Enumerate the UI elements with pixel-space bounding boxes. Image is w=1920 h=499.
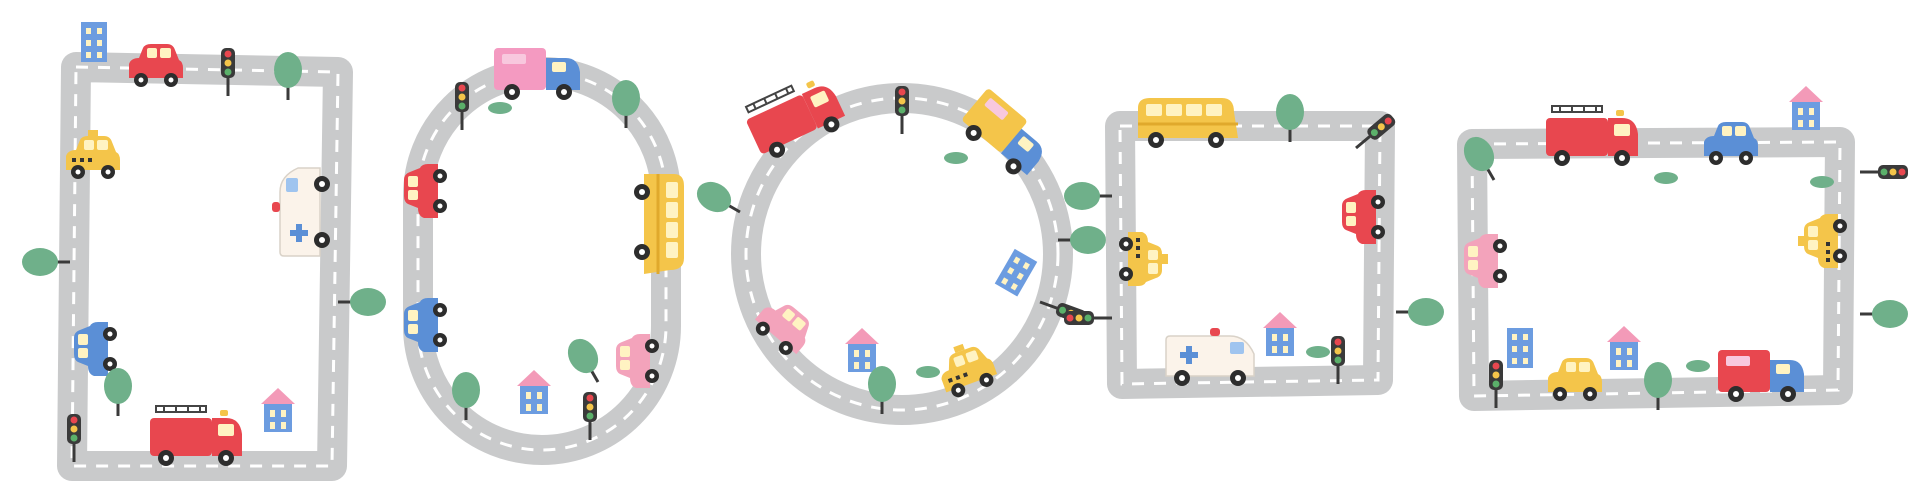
circle-road-frame — [689, 69, 1108, 425]
house-icon — [261, 388, 295, 432]
house-icon — [517, 370, 551, 414]
building-icon — [81, 22, 107, 62]
square-road-frame — [1062, 92, 1446, 399]
oval-road-frame — [403, 48, 686, 465]
traffic-light-icon — [893, 84, 911, 136]
tree-icon — [560, 331, 612, 391]
traffic-light-icon — [1858, 163, 1910, 181]
bush-icon — [1654, 172, 1678, 184]
tree-icon — [272, 50, 304, 102]
delivery-truck-icon — [494, 48, 580, 100]
road — [57, 52, 353, 481]
bush-icon — [1306, 346, 1330, 358]
tall-rectangle-road-frame — [20, 22, 388, 481]
wide-rectangle-road-frame — [1456, 86, 1910, 412]
tree-icon — [1062, 180, 1114, 212]
bus-icon — [632, 172, 686, 276]
house-icon — [845, 328, 879, 372]
bush-icon — [1810, 176, 1834, 188]
bush-icon — [1686, 360, 1710, 372]
tree-icon — [1858, 298, 1910, 330]
building-icon — [994, 248, 1038, 297]
bush-icon — [944, 152, 968, 164]
house-icon — [1263, 312, 1297, 356]
traffic-light-icon — [219, 46, 237, 98]
house-icon — [1789, 86, 1823, 130]
road-markings — [1118, 124, 1382, 386]
building-icon — [1507, 328, 1533, 368]
traffic-light-icon — [1062, 309, 1114, 327]
bush-icon — [916, 366, 940, 378]
house-icon — [1607, 326, 1641, 370]
tree-icon — [1394, 296, 1446, 328]
bush-icon — [488, 102, 512, 114]
tree-icon — [102, 366, 134, 418]
